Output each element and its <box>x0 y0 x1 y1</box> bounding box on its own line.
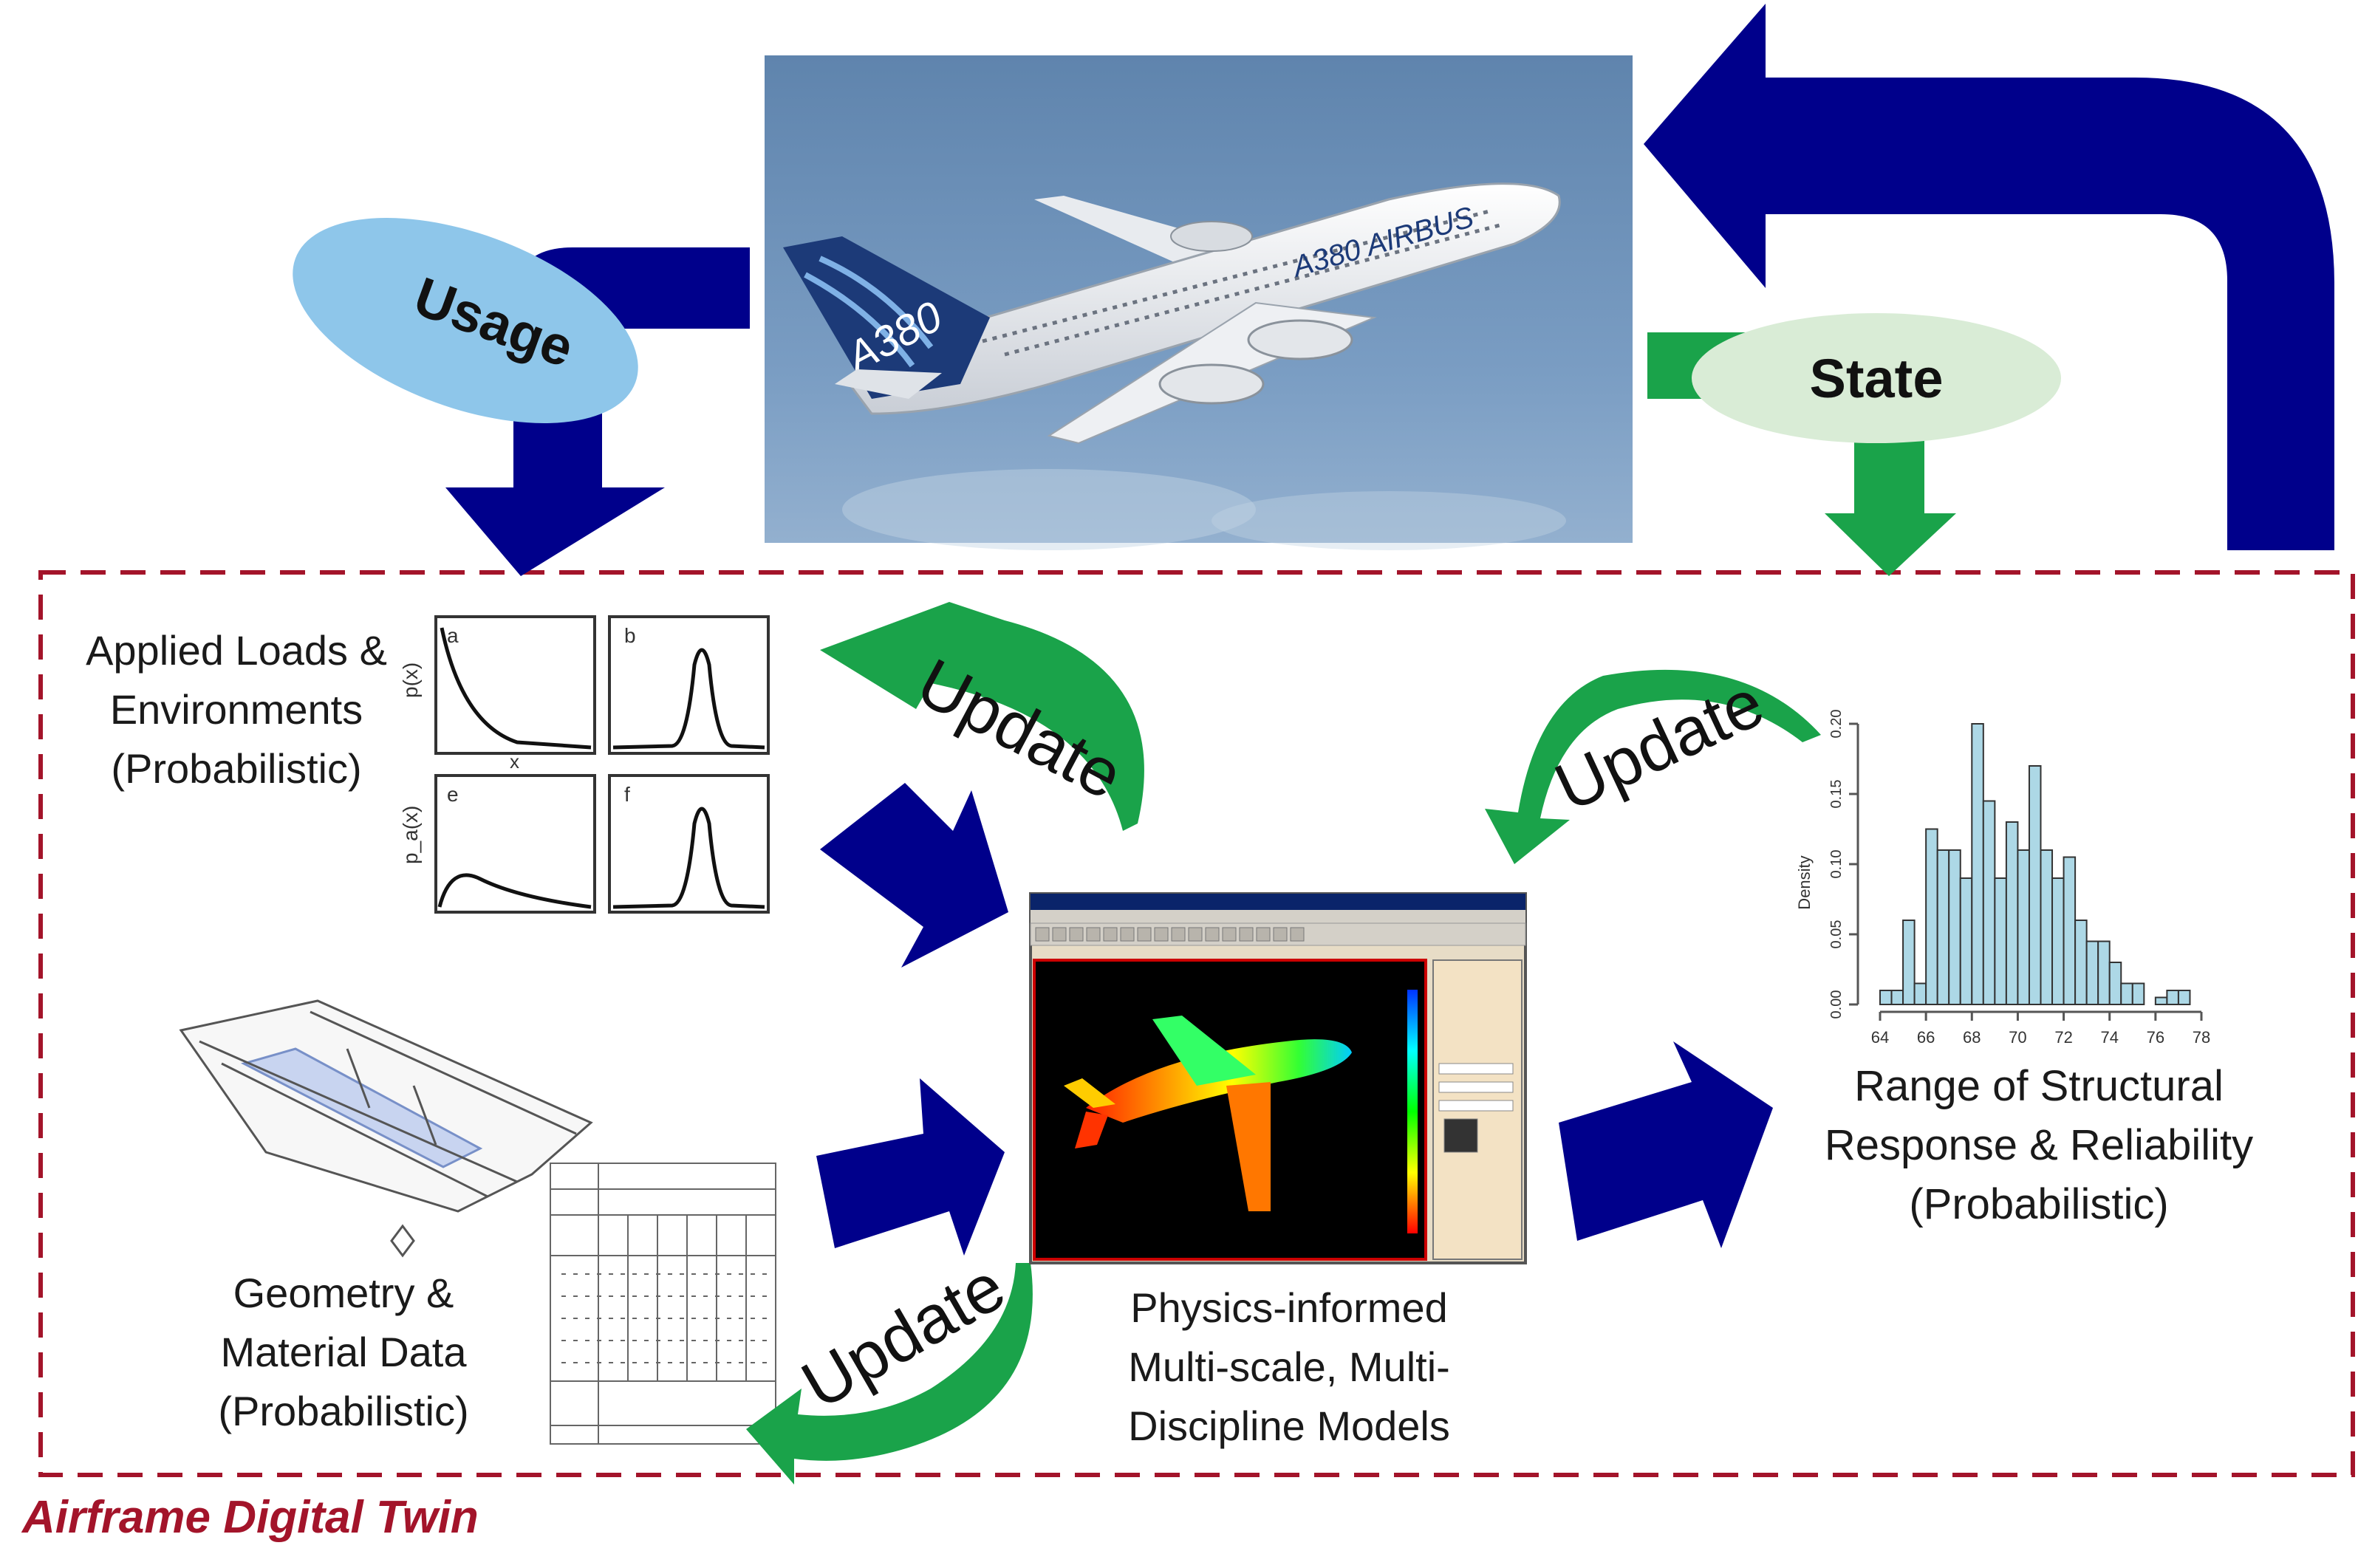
histogram-bar <box>1925 828 1938 1005</box>
histogram-bar <box>2085 940 2099 1005</box>
histogram-bar <box>1971 723 1984 1005</box>
model-to-output-arrow <box>1559 1041 1773 1248</box>
histogram-bar <box>2108 962 2122 1005</box>
histogram-bar <box>1994 877 2007 1005</box>
histogram-bar <box>2131 982 2145 1005</box>
hist-y-tick-label: 0.10 <box>1828 850 1845 879</box>
geometry-to-model-arrow <box>816 1078 1005 1256</box>
state-label: State <box>1810 348 1944 409</box>
histogram-bar <box>2040 849 2054 1005</box>
model-label-line-2: Multi-scale, Multi- <box>1128 1343 1450 1390</box>
histogram-bar <box>1982 800 1996 1005</box>
histogram-chart: 64 66 68 70 72 74 76 78 0.00 0.05 0.10 0.15 0.20 Den… <box>1795 710 2210 1047</box>
histogram-bar <box>1890 990 1904 1005</box>
update-arrow-geometry <box>746 1263 1033 1485</box>
histogram-bar <box>1879 990 1893 1005</box>
histogram-bar <box>1936 849 1950 1005</box>
simulation-software-window <box>1029 892 1527 1264</box>
pdf-y-label-top: p(x) <box>399 663 422 698</box>
digital-twin-frame <box>38 570 2355 1477</box>
output-label-line-2: Response & Reliability <box>1825 1121 2253 1169</box>
pdf-panel-label-e: e <box>447 783 459 806</box>
histogram-bar <box>2017 849 2030 1005</box>
histogram-bar <box>2074 920 2088 1005</box>
hist-y-tick-label: 0.05 <box>1828 920 1845 949</box>
hist-x-tick-label: 76 <box>2147 1028 2164 1047</box>
diagram-title: Airframe Digital Twin <box>21 1492 479 1543</box>
aircraft-photo: A380 A380 AIRBUS <box>765 55 1633 550</box>
pdf-x-label: x <box>510 750 519 773</box>
loads-to-model-arrow <box>820 783 1008 968</box>
pdf-panel-label-f: f <box>624 783 630 806</box>
histogram-bar <box>1948 849 1961 1005</box>
geometry-label-line-3: (Probabilistic) <box>218 1388 468 1434</box>
hist-y-tick-label: 0.15 <box>1828 780 1845 809</box>
state-return-arrow <box>1644 4 2334 550</box>
histogram-bar <box>1959 877 1973 1005</box>
loads-label-line-3: (Probabilistic) <box>111 745 361 792</box>
loads-label-line-1: Applied Loads & <box>86 627 387 674</box>
update-arrow-loads <box>820 602 1144 831</box>
hist-x-tick-label: 74 <box>2100 1028 2118 1047</box>
histogram-bar <box>2051 877 2065 1005</box>
usage-oval: Usage <box>293 218 638 423</box>
window-title-bar <box>1031 894 1525 910</box>
hist-y-label: Density <box>1795 855 1814 909</box>
hist-x-tick-label: 66 <box>1917 1028 1935 1047</box>
loads-label-line-2: Environments <box>110 686 363 733</box>
histogram-bar <box>2028 765 2042 1005</box>
hist-y-tick-label: 0.20 <box>1828 710 1845 739</box>
histogram-bar <box>2120 982 2133 1005</box>
update-arrow-output <box>1485 669 1821 864</box>
histogram-bar <box>2097 940 2111 1005</box>
histogram-bar <box>2063 856 2077 1005</box>
pdf-y-label-bottom: p_a(x) <box>399 806 422 864</box>
hist-x-tick-label: 78 <box>2193 1028 2210 1047</box>
histogram-bar <box>1913 982 1927 1005</box>
histogram-bar <box>2154 996 2168 1005</box>
geometry-label-line-1: Geometry & <box>233 1270 454 1316</box>
histogram-bar <box>2005 821 2019 1005</box>
state-oval: State <box>1692 313 2061 443</box>
hist-x-tick-label: 64 <box>1871 1028 1889 1047</box>
histogram-bar <box>2177 990 2191 1005</box>
model-label-line-3: Discipline Models <box>1128 1403 1450 1449</box>
geometry-label-line-2: Material Data <box>220 1329 467 1375</box>
model-label-line-1: Physics-informed <box>1130 1284 1447 1331</box>
hist-y-tick-label: 0.00 <box>1828 990 1845 1019</box>
histogram-bar <box>1902 920 1916 1005</box>
pdf-panel-label-a: a <box>447 624 459 647</box>
histogram-bar <box>2166 990 2179 1005</box>
output-label-line-3: (Probabilistic) <box>1909 1180 2168 1228</box>
color-scale-bar <box>1407 990 1418 1233</box>
pdf-panel-label-b: b <box>624 624 636 647</box>
fea-viewport <box>1033 959 1427 1261</box>
hist-x-tick-label: 72 <box>2054 1028 2072 1047</box>
wing-structure-drawing <box>179 999 593 1258</box>
material-data-table <box>550 1163 776 1445</box>
hist-x-tick-label: 68 <box>1963 1028 1981 1047</box>
pdf-panels <box>434 615 770 914</box>
hist-x-tick-label: 70 <box>2009 1028 2026 1047</box>
output-label-line-1: Range of Structural <box>1854 1062 2224 1110</box>
fea-aircraft-model <box>1064 1016 1352 1211</box>
